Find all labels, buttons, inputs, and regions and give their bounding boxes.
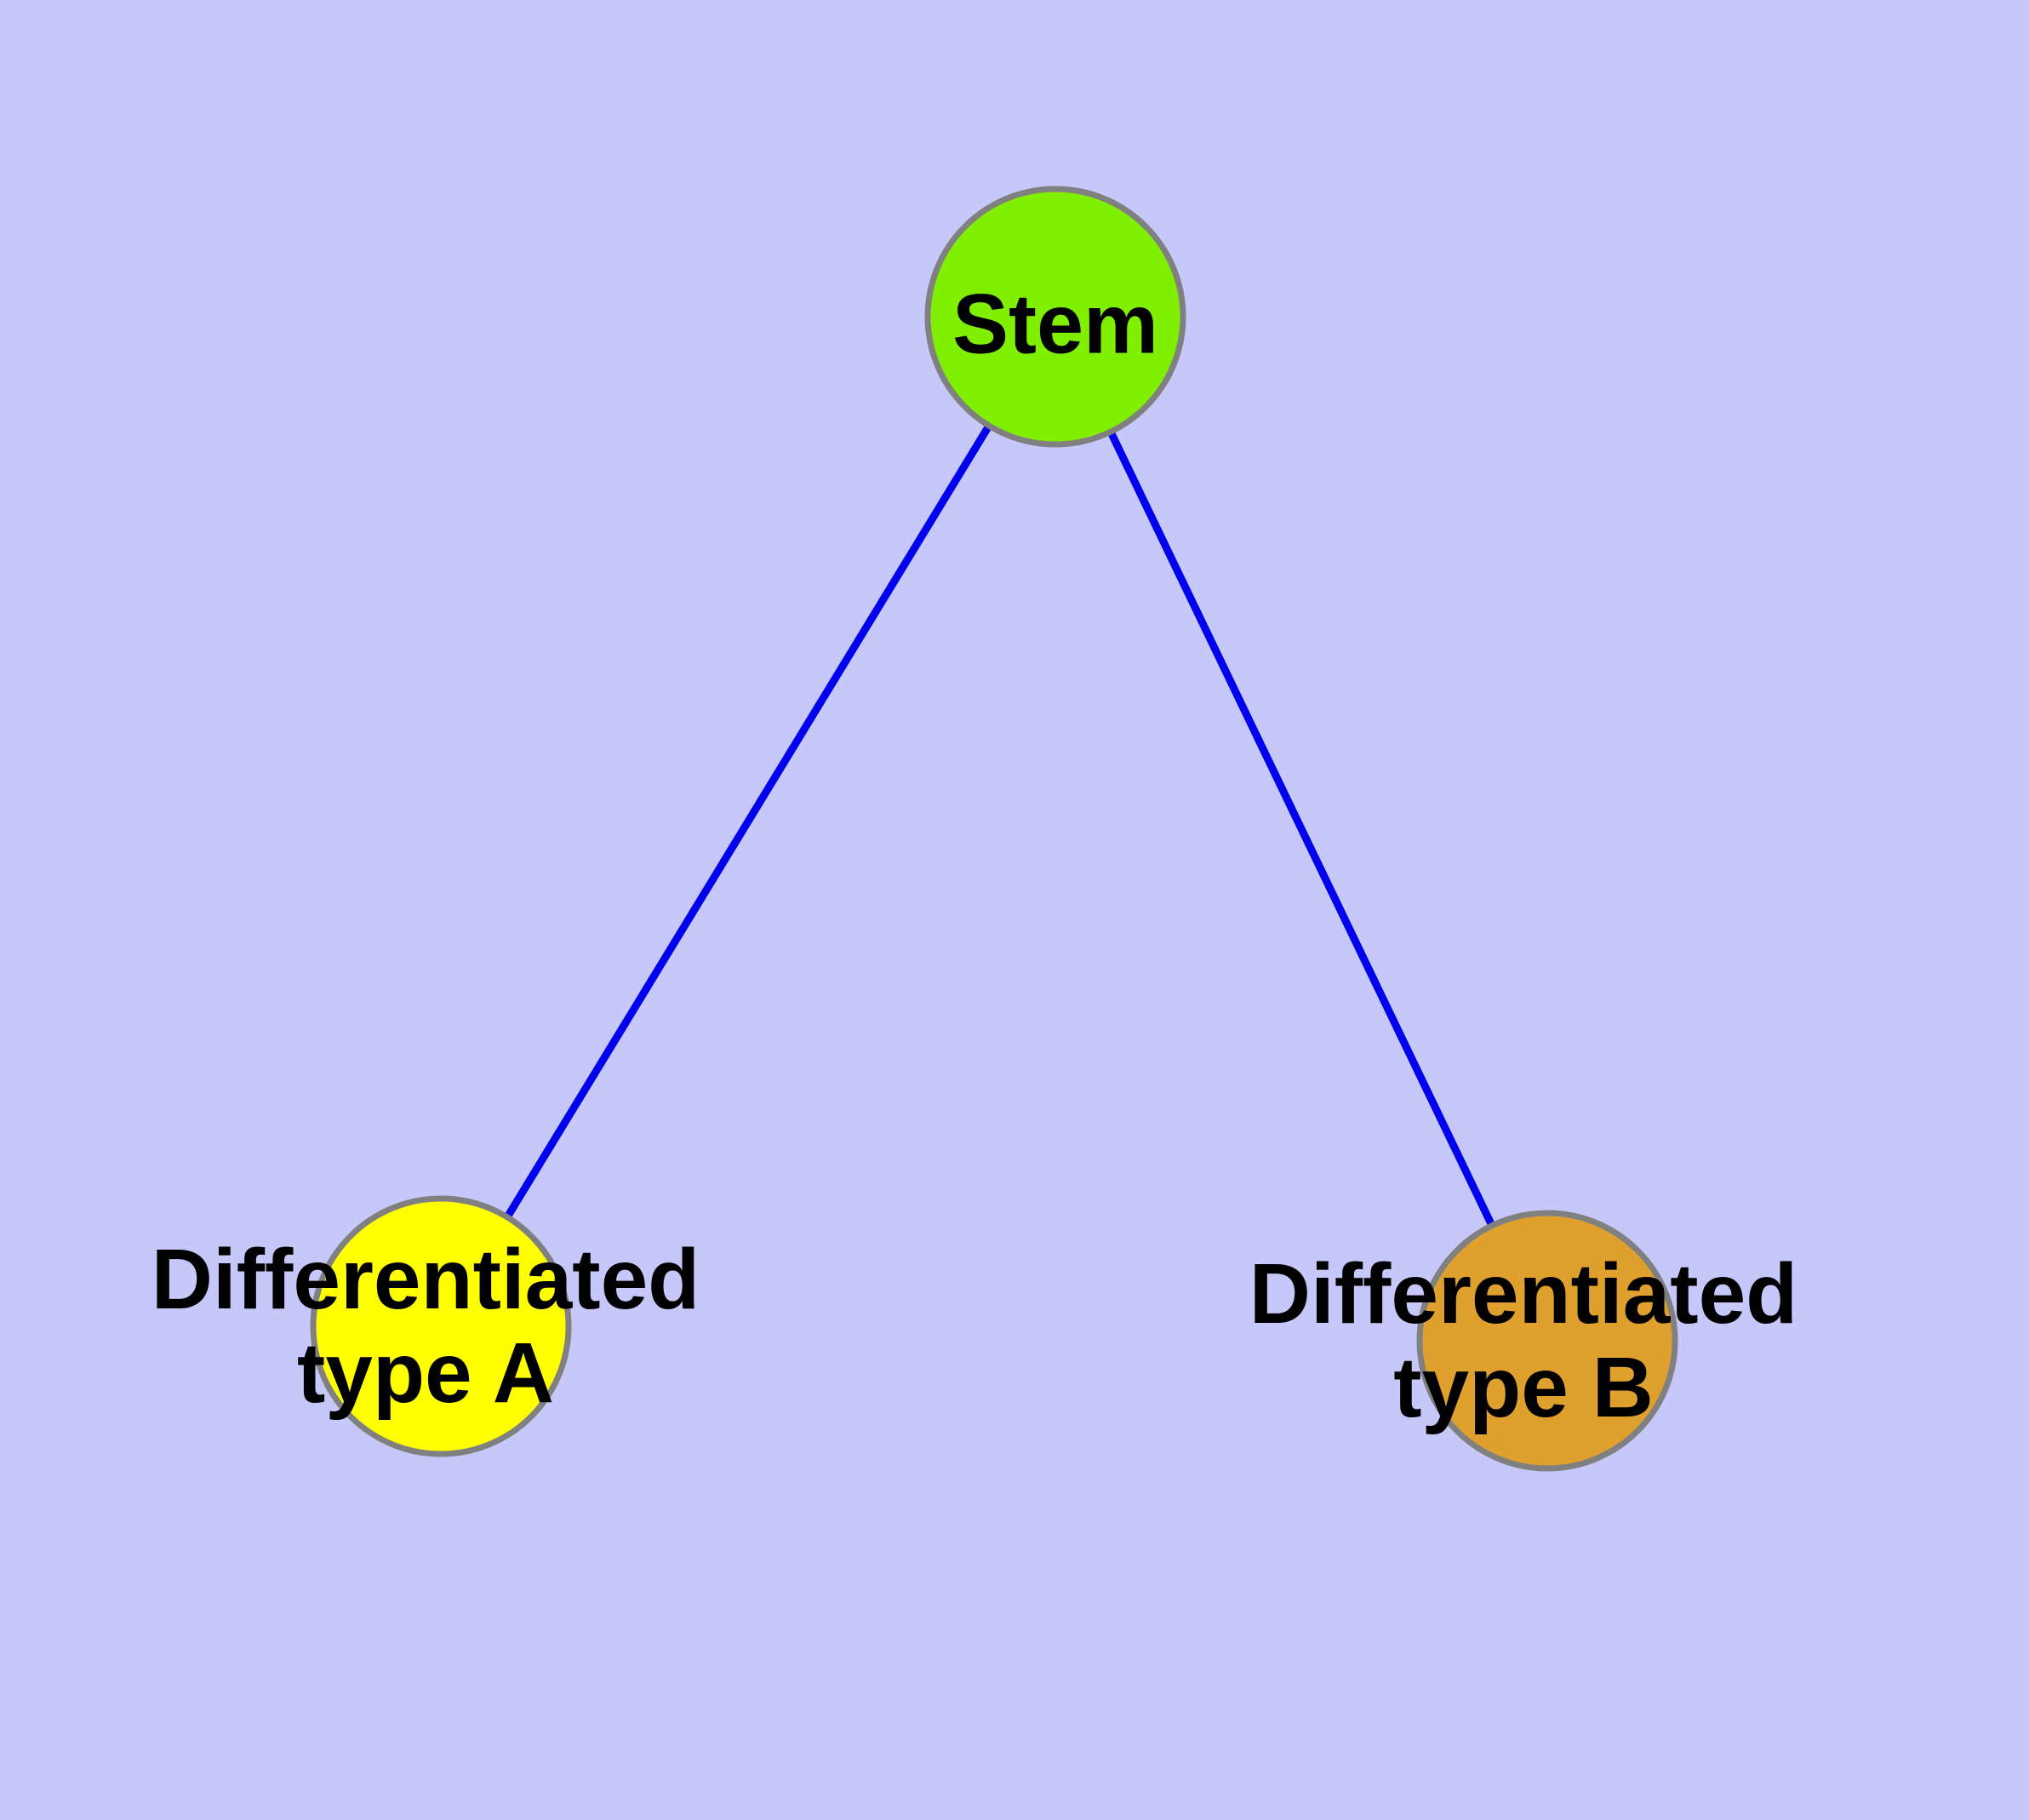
node-layer xyxy=(310,186,1678,1472)
node-circle-diff-type-a[interactable] xyxy=(310,1195,572,1457)
node-circle-diff-type-b[interactable] xyxy=(1416,1210,1678,1472)
edge-stem-to-type-b[interactable] xyxy=(1051,315,1552,1342)
edge-layer xyxy=(437,314,1552,1342)
edge-stem-to-type-a[interactable] xyxy=(437,314,1059,1329)
node-circle-stem[interactable] xyxy=(924,186,1186,448)
